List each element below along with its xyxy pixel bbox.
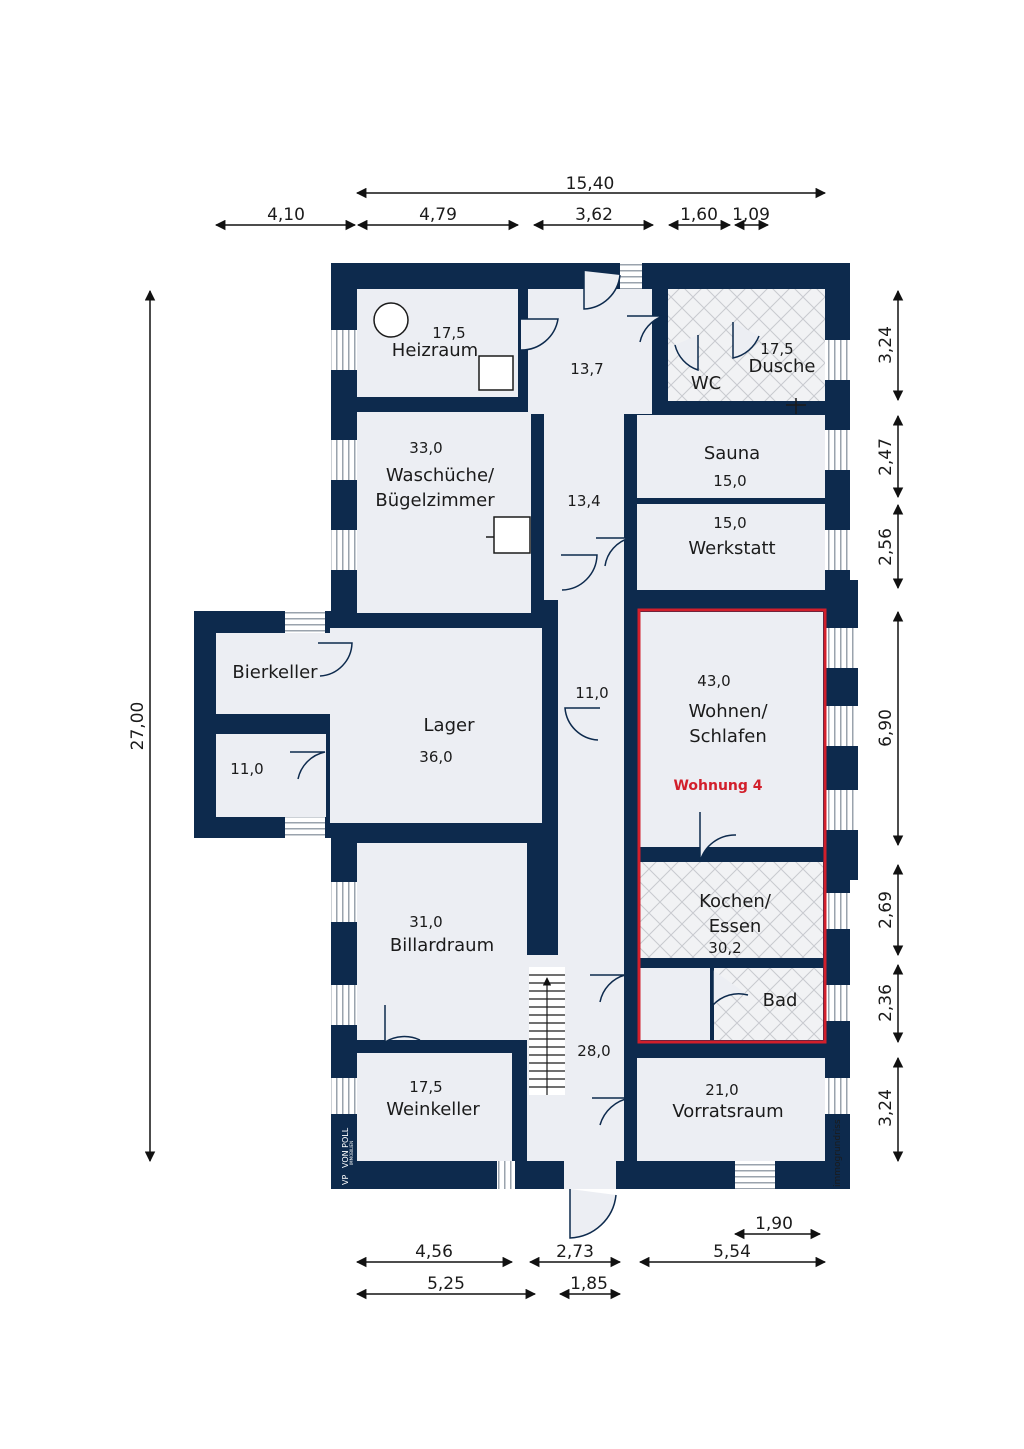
dim-right-7: 3,24 <box>876 1089 896 1127</box>
flur-3-area: 11,0 <box>575 684 608 702</box>
dim-right-1: 3,24 <box>876 326 896 364</box>
flur-4-area: 28,0 <box>577 1042 610 1060</box>
dim-right-3: 2,56 <box>876 528 896 566</box>
dim-left-total: 27,00 <box>128 702 148 751</box>
raum-klein-area: 11,0 <box>230 760 263 778</box>
waschkueche-name-1: Waschüche/ <box>386 465 495 486</box>
dim-right-5: 2,69 <box>876 891 896 929</box>
vorratsraum-name: Vorratsraum <box>672 1101 783 1122</box>
dim-bottom-2: 2,73 <box>556 1242 594 1262</box>
dim-bottom-extra: 1,90 <box>755 1214 793 1234</box>
dim-right-6: 2,36 <box>876 984 896 1022</box>
dim-top-2: 4,79 <box>419 205 457 225</box>
dim-bottom-4: 5,25 <box>427 1274 465 1294</box>
dimension-lines <box>144 187 904 1300</box>
dim-top-1: 4,10 <box>267 205 305 225</box>
flur-1-area: 13,7 <box>570 360 603 378</box>
von-poll-logo: VP VON POLL IMMOBILIEN <box>341 1127 354 1185</box>
dim-top-5: 1,09 <box>732 205 770 225</box>
dim-top-3: 3,62 <box>575 205 613 225</box>
wohnen-area: 43,0 <box>697 672 730 690</box>
heizraum-area: 17,5 <box>432 324 465 342</box>
werkstatt-area: 15,0 <box>713 514 746 532</box>
lager-area: 36,0 <box>419 748 452 766</box>
dim-bottom-5: 1,85 <box>570 1274 608 1294</box>
sauna-name: Sauna <box>704 443 760 464</box>
bad-name: Bad <box>763 990 798 1011</box>
dim-bottom-1: 4,56 <box>415 1242 453 1262</box>
sauna-area: 15,0 <box>713 472 746 490</box>
kochen-name-2: Essen <box>709 916 762 937</box>
logo-company: VON POLL <box>341 1127 350 1168</box>
wohnen-name-2: Schlafen <box>689 726 767 747</box>
billardraum-name: Billardraum <box>390 935 494 956</box>
flur-2-area: 13,4 <box>567 492 600 510</box>
bierkeller-name: Bierkeller <box>232 662 318 683</box>
dim-top-total: 15,40 <box>566 174 615 194</box>
werkstatt-name: Werkstatt <box>688 538 775 559</box>
heizraum-name: Heizraum <box>392 340 478 361</box>
fixtures <box>373 302 806 554</box>
dim-right-2: 2,47 <box>876 438 896 476</box>
staircase <box>529 967 565 1095</box>
dusche-area: 17,5 <box>760 340 793 358</box>
wc-name: WC <box>691 373 721 394</box>
room-labels: 17,5 Heizraum 13,7 WC 17,5 Dusche 33,0 W… <box>230 324 815 1122</box>
unit-outline <box>637 608 827 1044</box>
kochen-area: 30,2 <box>708 939 741 957</box>
wohnen-name-1: Wohnen/ <box>688 701 768 722</box>
immogrundriss-watermark: immogrundriss <box>833 1119 843 1187</box>
kochen-name-1: Kochen/ <box>699 891 772 912</box>
weinkeller-area: 17,5 <box>409 1078 442 1096</box>
waschkueche-name-2: Bügelzimmer <box>375 490 495 511</box>
vorratsraum-area: 21,0 <box>705 1081 738 1099</box>
dimension-labels: 15,40 4,10 4,79 3,62 1,60 1,09 27,00 3,2… <box>128 174 896 1294</box>
windows <box>285 263 858 1189</box>
lager-name: Lager <box>424 715 476 736</box>
logo-subtitle: IMMOBILIEN <box>349 1141 354 1165</box>
dim-right-4: 6,90 <box>876 709 896 747</box>
weinkeller-name: Weinkeller <box>386 1099 480 1120</box>
doors[interactable] <box>290 271 760 1239</box>
dusche-name: Dusche <box>748 356 815 377</box>
unit-label: Wohnung 4 <box>673 778 762 794</box>
waschkueche-area: 33,0 <box>409 439 442 457</box>
billardraum-area: 31,0 <box>409 913 442 931</box>
dim-bottom-3: 5,54 <box>713 1242 751 1262</box>
dim-top-4: 1,60 <box>680 205 718 225</box>
logo-mark: VP <box>341 1175 350 1185</box>
